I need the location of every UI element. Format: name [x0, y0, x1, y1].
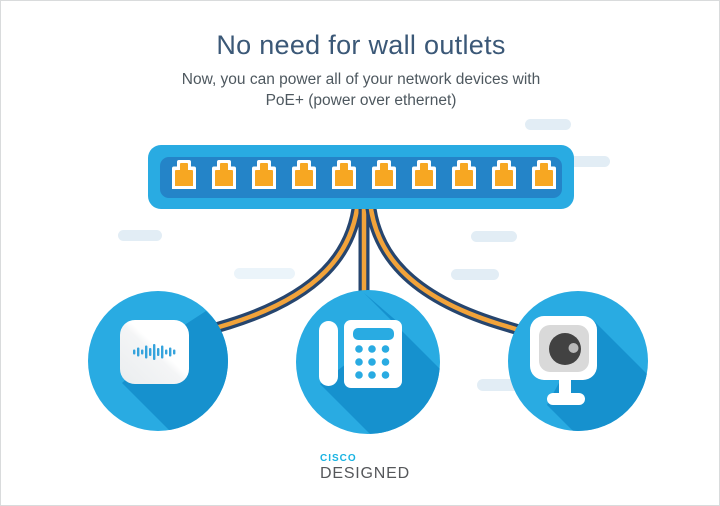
device-circle-ip-phone [296, 290, 440, 434]
deco-pill [471, 231, 517, 242]
subtitle-line-2: PoE+ (power over ethernet) [265, 92, 457, 109]
phone-keypad [355, 345, 390, 379]
cisco-logo-icon [133, 344, 176, 360]
security-camera-icon [530, 316, 597, 405]
switch-ports [172, 160, 556, 189]
ethernet-port-icon [252, 160, 276, 189]
camera-stand-base [547, 393, 585, 405]
ethernet-port-icon [212, 160, 236, 189]
page-subtitle: Now, you can power all of your network d… [1, 69, 719, 111]
phone-screen [353, 328, 394, 340]
ethernet-cables [197, 200, 531, 339]
page-title: No need for wall outlets [216, 30, 506, 60]
cisco-designed-logo: CISCO DESIGNED [320, 453, 410, 483]
subtitle-line-1: Now, you can power all of your network d… [181, 71, 541, 88]
brand-designed-text: DESIGNED [320, 465, 410, 482]
brand-cisco-text: CISCO [320, 453, 357, 464]
deco-pill [234, 268, 295, 279]
ethernet-cable-left [197, 200, 364, 339]
phone-handset [319, 321, 338, 386]
ethernet-port-icon [372, 160, 396, 189]
ethernet-port-icon [452, 160, 476, 189]
device-circle-security-camera [508, 291, 648, 431]
deco-pill [477, 379, 521, 391]
camera-lens [549, 333, 581, 365]
ip-phone-icon [319, 320, 402, 388]
ethernet-port-icon [412, 160, 436, 189]
ethernet-port-icon [172, 160, 196, 189]
device-circle-access-point [88, 291, 228, 431]
ethernet-port-icon [532, 160, 556, 189]
long-shadow [320, 293, 440, 434]
ethernet-port-icon [492, 160, 516, 189]
camera-lens-highlight [568, 343, 579, 353]
wireless-access-point-icon [120, 320, 189, 384]
poe-switch-icon [148, 145, 574, 209]
deco-pill [451, 269, 499, 280]
deco-pill [118, 230, 162, 241]
ethernet-cable-right [364, 200, 531, 339]
deco-pill [525, 119, 571, 130]
ethernet-port-icon [332, 160, 356, 189]
ethernet-port-icon [292, 160, 316, 189]
header: No need for wall outlets Now, you can po… [1, 1, 719, 111]
